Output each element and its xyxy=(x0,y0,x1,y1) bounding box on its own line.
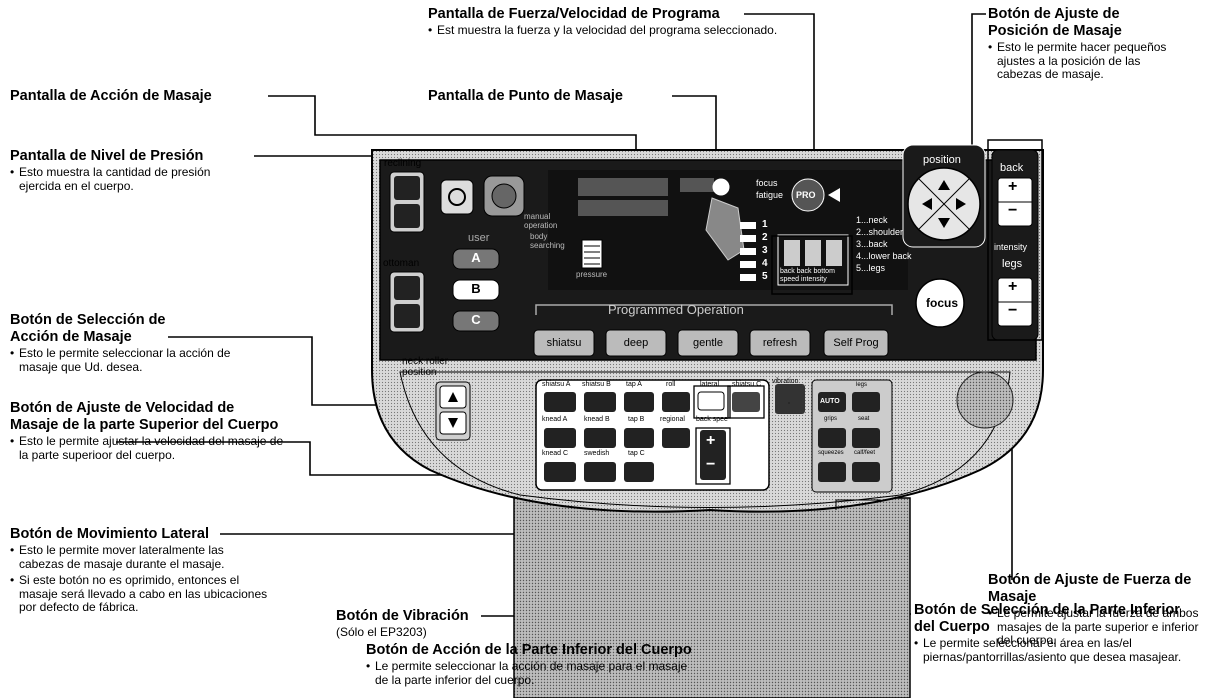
ottoman-label: ottoman xyxy=(383,258,420,269)
level-4: 4 xyxy=(762,258,768,269)
annotation-title: Botón de Vibración xyxy=(336,608,469,624)
annotation-title: Botón de Ajuste de Velocidad de Masaje d… xyxy=(10,400,279,433)
manual-operation-label: manual operation xyxy=(524,212,558,230)
annotation-title: Botón de Ajuste de Fuerza de Masaje xyxy=(988,572,1192,605)
user-label: user xyxy=(468,232,490,244)
back-minus-button[interactable]: − xyxy=(1008,202,1018,219)
program-shiatsu-button[interactable]: shiatsu xyxy=(546,337,582,349)
annotation-seleccion-inferior: Botón de Selección de la Parte Inferior … xyxy=(914,602,1214,664)
annotation-desc: Esto muestra la cantidad de presión ejer… xyxy=(10,165,230,193)
annotation-title: Botón de Movimiento Lateral xyxy=(10,526,209,542)
position-label: position xyxy=(923,154,961,166)
back-plus-button[interactable]: + xyxy=(1008,178,1018,195)
annotation-title: Pantalla de Acción de Masaje xyxy=(10,88,212,104)
legs-label: legs xyxy=(1002,258,1023,270)
legs-plus-button[interactable]: + xyxy=(1008,278,1018,295)
body-searching-label: body searching xyxy=(530,232,565,250)
annotation-punto-masaje: Pantalla de Punto de Masaje xyxy=(428,88,678,105)
annotation-title: Pantalla de Nivel de Presión xyxy=(10,148,204,164)
program-self-prog-button[interactable]: Self Prog xyxy=(833,337,879,349)
annotation-desc: Esto le permite ajustar la velocidad del… xyxy=(10,434,290,462)
pro-indicator: PRO xyxy=(796,190,816,200)
annotation-seleccion-accion: Botón de Selección de Acción de Masaje E… xyxy=(10,312,240,374)
focus-button[interactable]: focus xyxy=(926,296,959,310)
annotation-fuerza-velocidad: Pantalla de Fuerza/Velocidad de Programa… xyxy=(428,6,808,38)
annotation-desc: Le permite ajustar la fuerza de ambos ma… xyxy=(988,606,1210,648)
legs-minus-button[interactable]: − xyxy=(1008,302,1018,319)
vibration-label: vibration xyxy=(772,378,799,385)
annotation-note: (Sólo el EP3203) xyxy=(336,625,427,639)
user-b-button[interactable]: B xyxy=(471,281,481,296)
annotation-desc: Esto le permite mover lateralmente las c… xyxy=(10,543,270,571)
annotation-vibracion: Botón de Vibración (Sólo el EP3203) xyxy=(336,608,536,640)
level-1: 1 xyxy=(762,219,768,230)
annotation-desc: Le permite seleccionar la acción de masa… xyxy=(366,659,696,687)
annotation-title: Botón de Selección de Acción de Masaje xyxy=(10,312,166,345)
auto-button[interactable]: AUTO xyxy=(820,398,840,405)
program-deep-button[interactable]: deep xyxy=(623,337,649,349)
annotation-desc: Si este botón no es oprimido, entonces e… xyxy=(10,573,270,615)
user-a-button[interactable]: A xyxy=(471,250,481,265)
annotation-ajuste-posicion: Botón de Ajuste de Posición de Masaje Es… xyxy=(988,6,1216,82)
annotation-accion-masaje: Pantalla de Acción de Masaje xyxy=(10,88,270,105)
annotation-desc: Esto le permite seleccionar la acción de… xyxy=(10,346,240,374)
annotation-title: Botón de Ajuste de Posición de Masaje xyxy=(988,6,1122,39)
annotation-title: Pantalla de Fuerza/Velocidad de Programa xyxy=(428,6,720,22)
fatigue-indicator-label: fatigue xyxy=(756,190,784,200)
program-refresh-button[interactable]: refresh xyxy=(762,337,798,349)
annotation-ajuste-fuerza: Botón de Ajuste de Fuerza de Masaje Le p… xyxy=(988,572,1213,648)
program-gentle-button[interactable]: gentle xyxy=(693,337,723,349)
annotation-desc: Esto le permite hacer pequeños ajustes a… xyxy=(988,40,1188,82)
level-3: 3 xyxy=(762,245,768,256)
annotation-desc: Est muestra la fuerza y la velocidad del… xyxy=(428,23,808,38)
level-2: 2 xyxy=(762,232,768,243)
annotation-desc: Le permite seleccionar el área en las/el… xyxy=(914,636,1184,664)
annotation-nivel-presion: Pantalla de Nivel de Presión Esto muestr… xyxy=(10,148,260,193)
intensity-label: intensity xyxy=(994,242,1028,252)
annotation-velocidad-superior: Botón de Ajuste de Velocidad de Masaje d… xyxy=(10,400,290,462)
programmed-operation-label: Programmed Operation xyxy=(608,302,744,317)
level-5: 5 xyxy=(762,271,768,282)
back-label: back xyxy=(1000,162,1024,174)
speaker xyxy=(956,371,1014,429)
annotation-title: Botón de Selección de la Parte Inferior … xyxy=(914,602,1180,635)
user-c-button[interactable]: C xyxy=(471,312,481,327)
annotation-title: Pantalla de Punto de Masaje xyxy=(428,88,623,104)
pressure-label: pressure xyxy=(576,270,608,279)
back-speed-minus-button[interactable]: − xyxy=(706,456,716,473)
annotation-movimiento-lateral: Botón de Movimiento Lateral Esto le perm… xyxy=(10,526,280,615)
reclining-label: reclining xyxy=(384,158,422,169)
annotation-accion-inferior: Botón de Acción de la Parte Inferior del… xyxy=(366,642,766,687)
back-speed-plus-button[interactable]: + xyxy=(706,432,716,449)
focus-indicator-label: focus xyxy=(756,178,778,188)
annotation-title: Botón de Acción de la Parte Inferior del… xyxy=(366,642,692,658)
